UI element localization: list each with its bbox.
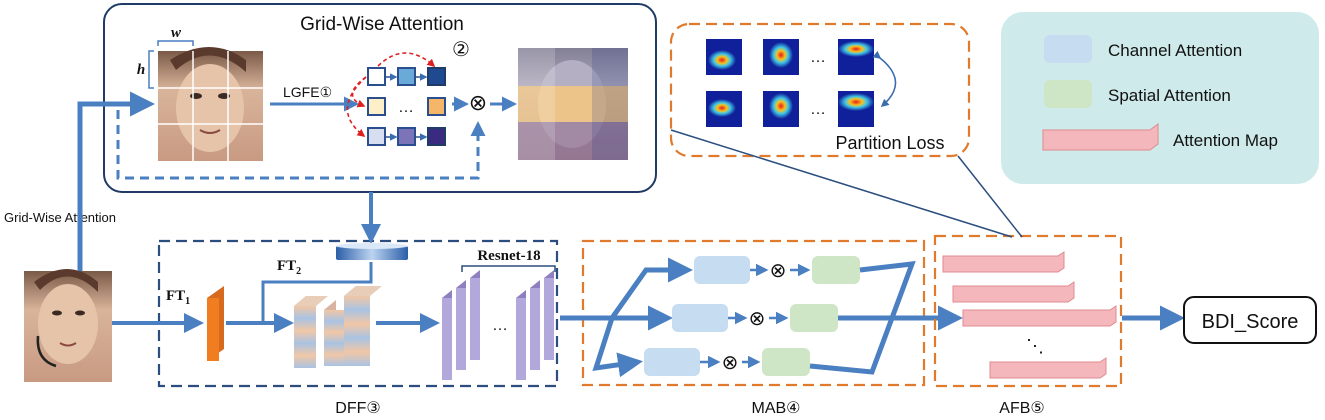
mab-split-top — [609, 257, 693, 320]
legend-map-label: Attention Map — [1173, 131, 1278, 150]
resnet-ellipsis: … — [492, 317, 508, 334]
afb-caption: AFB⑤ — [999, 400, 1044, 417]
heatmap-ellipsis-2: … — [810, 101, 826, 118]
legend-channel-label: Channel Attention — [1108, 41, 1242, 60]
legend-channel-swatch — [1044, 35, 1092, 63]
bdi-score-box — [1183, 296, 1317, 344]
mab-split-bottom — [592, 317, 643, 378]
legend-spatial-label: Spatial Attention — [1108, 86, 1231, 105]
token-ellipsis: … — [398, 99, 414, 116]
step2-label: ② — [452, 39, 470, 61]
partition-loss-arc — [872, 50, 897, 108]
resnet-layers — [442, 270, 554, 380]
partition-connector-right — [957, 155, 1023, 238]
mab-otimes-1: ⊗ — [770, 260, 787, 282]
dff-block — [157, 239, 559, 388]
relation-arrow — [346, 76, 367, 137]
side-label: Grid-Wise Attention — [4, 210, 116, 225]
ft1-layer — [207, 286, 224, 361]
spatial-attention-2 — [790, 304, 838, 332]
bdi-score-label: BDI_Score — [1202, 311, 1299, 333]
mab-block — [581, 239, 926, 387]
heatmap-row-2 — [706, 91, 874, 127]
w-label: w — [171, 25, 182, 41]
afb-block — [933, 234, 1123, 388]
heatmap-row-1 — [706, 39, 874, 75]
attention-token-grid — [367, 67, 446, 146]
mab-otimes-3: ⊗ — [722, 352, 739, 374]
partition-connector-left — [670, 129, 1013, 238]
channel-attention-1 — [694, 256, 750, 284]
spatial-attention-1 — [812, 256, 860, 284]
grid-skip-dashed — [116, 110, 486, 180]
ft2-label: FT2 — [277, 258, 301, 277]
mab-otimes-2: ⊗ — [749, 308, 766, 330]
grid-otimes: ⊗ — [469, 90, 487, 115]
ft2-branch — [261, 262, 373, 323]
legend-spatial-swatch — [1044, 80, 1092, 108]
pooling-layer — [336, 243, 408, 260]
grid-face-image — [158, 47, 263, 161]
feature-blocks — [294, 286, 382, 368]
heatmap-ellipsis-1: … — [810, 49, 826, 66]
attended-face-image — [518, 48, 628, 160]
ft1-label: FT1 — [166, 288, 190, 307]
resnet-brace — [461, 265, 556, 272]
h-brace — [148, 50, 154, 89]
dff-caption: DFF③ — [335, 400, 380, 417]
channel-attention-3 — [644, 348, 700, 376]
input-to-grid-arrow — [77, 91, 155, 271]
mab-caption: MAB④ — [751, 400, 800, 417]
grid-attention-title: Grid-Wise Attention — [300, 14, 464, 35]
input-face-image — [24, 269, 112, 382]
resnet-label: Resnet-18 — [477, 248, 540, 264]
w-brace — [157, 40, 194, 46]
relation-arrows — [377, 52, 436, 68]
spatial-attention-3 — [762, 348, 810, 376]
relation-arrow — [351, 76, 367, 108]
h-label: h — [137, 62, 145, 78]
grid-attention-panel — [103, 3, 657, 193]
legend-map-swatch — [1042, 123, 1159, 151]
partition-loss-panel — [669, 22, 971, 158]
attention-maps — [942, 251, 1117, 379]
partition-loss-label: Partition Loss — [835, 133, 944, 153]
afb-vdots: ⋱ — [1026, 336, 1044, 356]
lgfe-label: LGFE① — [283, 84, 332, 100]
channel-attention-2 — [672, 304, 728, 332]
